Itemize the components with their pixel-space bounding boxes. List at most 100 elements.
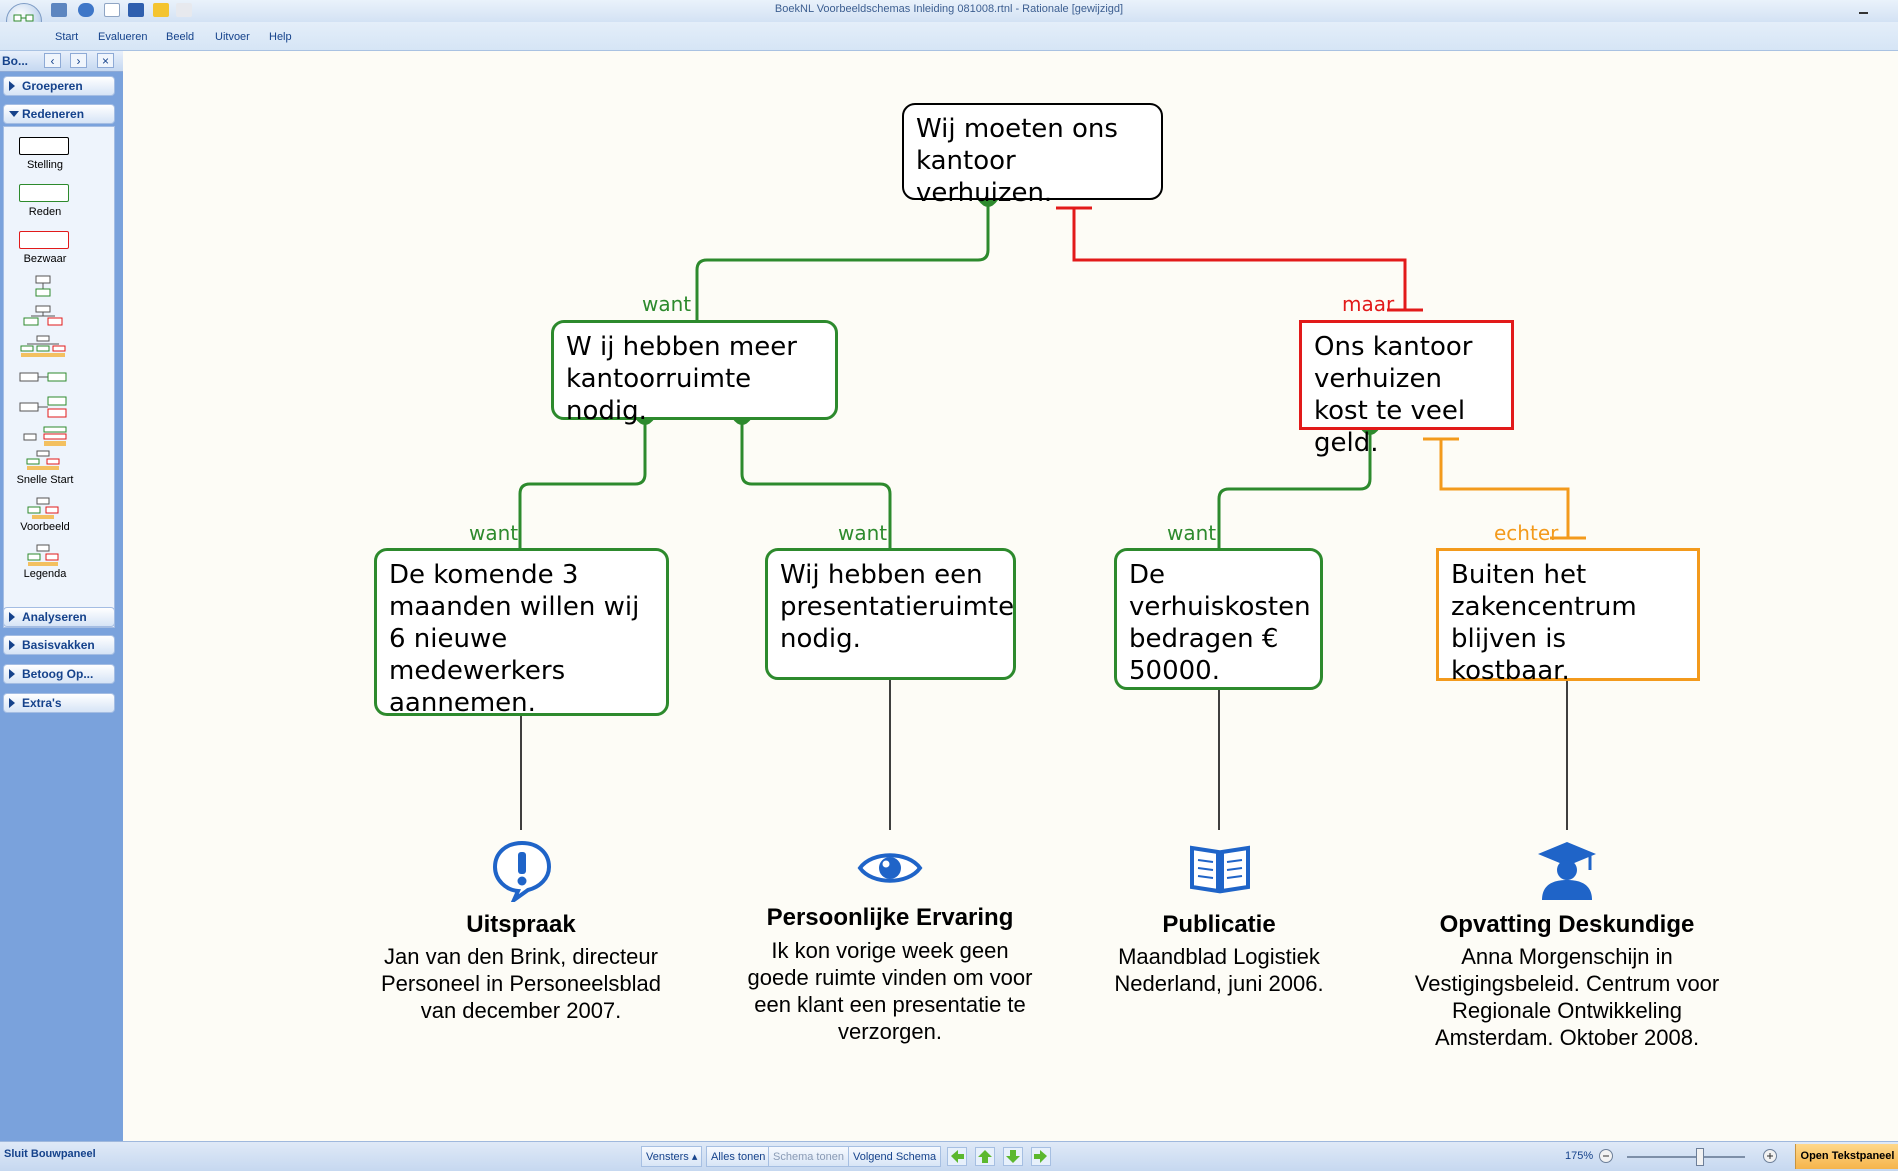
label-want: want	[469, 521, 519, 545]
source-text-deskundige: Anna Morgenschijn in Vestigingsbeleid. C…	[1414, 944, 1720, 1050]
source-title-uitspraak: Uitspraak	[466, 911, 576, 938]
group-label: Extra's	[22, 696, 62, 710]
chevron-right-icon	[9, 612, 15, 622]
group-label: Betoog Op...	[22, 667, 94, 681]
objection-box[interactable]: Ons kantoor verhuizen kost te veel geld.	[1299, 320, 1514, 458]
source-title-deskundige: Opvatting Deskundige	[1439, 911, 1695, 938]
reden-swatch[interactable]	[19, 184, 69, 202]
eye-icon	[857, 853, 923, 883]
next-schema-button[interactable]: Volgend Schema	[848, 1146, 942, 1167]
build-panel-title: Bo...	[2, 54, 28, 68]
save-icon[interactable]	[128, 3, 144, 17]
redeneren-tools-panel: Stelling Reden Bezwaar Snelle Start Voor…	[3, 126, 115, 628]
menu-help[interactable]: Help	[269, 31, 292, 43]
save-as-icon[interactable]	[51, 3, 67, 17]
template-reason-icon[interactable]	[18, 275, 70, 299]
reason-3-text: De verhuiskosten bedragen € 50000.	[1129, 560, 1311, 686]
template-horizontal-icon[interactable]	[18, 365, 70, 389]
previous-icon[interactable]: ‹	[44, 53, 61, 68]
legenda-icon[interactable]	[18, 544, 70, 568]
tool-reden-label: Reden	[28, 206, 62, 218]
reason-box-main[interactable]: W ij hebben meer kantoorruimte nodig.	[551, 320, 838, 426]
graduate-icon	[1538, 842, 1596, 900]
new-document-icon[interactable]	[104, 3, 120, 17]
menu-evalueren[interactable]: Evalueren	[98, 31, 148, 43]
claim-text: Wij moeten ons kantoor verhuizen.	[916, 114, 1118, 208]
reason-box-1[interactable]: De komende 3 maanden willen wij 6 nieuwe…	[374, 548, 669, 718]
title-bar: BoekNL Voorbeeldschemas Inleiding 081008…	[0, 0, 1898, 23]
menu-bar: Start Evalueren Beeld Uitvoer Help	[0, 22, 1898, 51]
zoom-slider[interactable]	[1627, 1156, 1745, 1158]
group-label: Redeneren	[22, 107, 85, 121]
show-all-button[interactable]: Alles tonen	[706, 1146, 771, 1167]
group-basisvakken[interactable]: Basisvakken	[3, 635, 115, 655]
zoom-out-icon[interactable]	[1598, 1148, 1614, 1164]
close-build-panel-button[interactable]: Sluit Bouwpaneel	[4, 1148, 96, 1160]
arrow-up-icon[interactable]	[975, 1147, 995, 1166]
label-want: want	[642, 292, 692, 316]
label-want: want	[1167, 521, 1217, 545]
next-icon[interactable]: ›	[70, 53, 87, 68]
source-title-publicatie: Publicatie	[1162, 911, 1276, 938]
chevron-right-icon	[9, 81, 15, 91]
source-text-ervaring: Ik kon vorige week geen goede ruimte vin…	[747, 938, 1033, 1044]
tool-snelle-start-label: Snelle Start	[16, 474, 74, 486]
objection-text: Ons kantoor verhuizen kost te veel geld.	[1314, 332, 1473, 458]
source-text-publicatie: Maandblad Logistiek Nederland, juni 2006…	[1114, 944, 1324, 996]
tool-voorbeeld-label: Voorbeeld	[20, 521, 70, 533]
arrow-down-icon[interactable]	[1003, 1147, 1023, 1166]
reason-box-3[interactable]: De verhuiskosten bedragen € 50000.	[1114, 548, 1323, 690]
open-text-panel-button[interactable]: Open Tekstpaneel	[1795, 1144, 1898, 1169]
zoom-level: 175%	[1565, 1150, 1594, 1162]
voorbeeld-icon[interactable]	[18, 497, 70, 521]
show-schema-button: Schema tonen	[768, 1146, 849, 1167]
chevron-right-icon	[9, 698, 15, 708]
build-panel: Bo... ‹ › × Groeperen Redeneren Stelling…	[0, 51, 123, 1141]
arrow-left-icon[interactable]	[947, 1147, 967, 1166]
vensters-button[interactable]: Vensters ▴	[641, 1146, 703, 1167]
open-folder-icon[interactable]	[153, 3, 169, 17]
group-redeneren[interactable]: Redeneren	[3, 104, 115, 124]
group-analyseren[interactable]: Analyseren	[3, 607, 115, 627]
group-label: Groeperen	[22, 79, 83, 93]
menu-start[interactable]: Start	[55, 31, 79, 43]
source-title-ervaring: Persoonlijke Ervaring	[766, 904, 1014, 931]
chevron-right-icon	[9, 640, 15, 650]
build-panel-header: Bo... ‹ › ×	[0, 51, 123, 72]
tool-legenda-label: Legenda	[23, 568, 67, 580]
status-bar: Sluit Bouwpaneel Vensters ▴ Alles tonen …	[0, 1141, 1898, 1171]
print-icon[interactable]	[176, 3, 192, 17]
group-betoog-opbouwen[interactable]: Betoog Op...	[3, 664, 115, 684]
menu-uitvoer[interactable]: Uitvoer	[215, 31, 250, 43]
label-echter: echter	[1494, 521, 1559, 545]
reason-2-text: Wij hebben een presentatieruimte nodig.	[780, 560, 1015, 654]
zoom-in-icon[interactable]	[1762, 1148, 1778, 1164]
close-icon[interactable]: ×	[97, 53, 114, 68]
minimize-icon[interactable]	[1857, 3, 1871, 14]
undo-icon[interactable]	[78, 3, 94, 17]
menu-beeld[interactable]: Beeld	[166, 31, 195, 43]
chevron-right-icon	[9, 669, 15, 679]
tool-bezwaar-label: Bezwaar	[23, 253, 67, 265]
claim-box[interactable]: Wij moeten ons kantoor verhuizen.	[902, 103, 1163, 208]
rebuttal-box[interactable]: Buiten het zakencentrum blijven is kostb…	[1436, 548, 1700, 686]
template-horizontal-branch-icon[interactable]	[18, 395, 70, 419]
window-title: BoekNL Voorbeeldschemas Inleiding 081008…	[774, 3, 1124, 15]
reason-main-text: W ij hebben meer kantoorruimte nodig.	[566, 332, 797, 426]
tool-stelling-label: Stelling	[26, 159, 64, 171]
rebuttal-text: Buiten het zakencentrum blijven is kostb…	[1451, 560, 1637, 686]
bezwaar-swatch[interactable]	[19, 231, 69, 249]
vensters-label: Vensters	[646, 1151, 689, 1163]
group-extras[interactable]: Extra's	[3, 693, 115, 713]
arrow-right-icon[interactable]	[1031, 1147, 1051, 1166]
zoom-slider-thumb[interactable]	[1696, 1148, 1705, 1166]
template-horizontal-tree-icon[interactable]	[18, 425, 70, 449]
snelle-start-icon[interactable]	[18, 450, 70, 474]
open-book-icon	[1190, 845, 1250, 894]
template-reason-objection-icon[interactable]	[18, 305, 70, 329]
stelling-swatch[interactable]	[19, 137, 69, 155]
template-tree-icon[interactable]	[18, 335, 70, 359]
label-maar: maar	[1342, 292, 1395, 316]
reason-box-2[interactable]: Wij hebben een presentatieruimte nodig.	[765, 548, 1016, 680]
group-groeperen[interactable]: Groeperen	[3, 76, 115, 96]
